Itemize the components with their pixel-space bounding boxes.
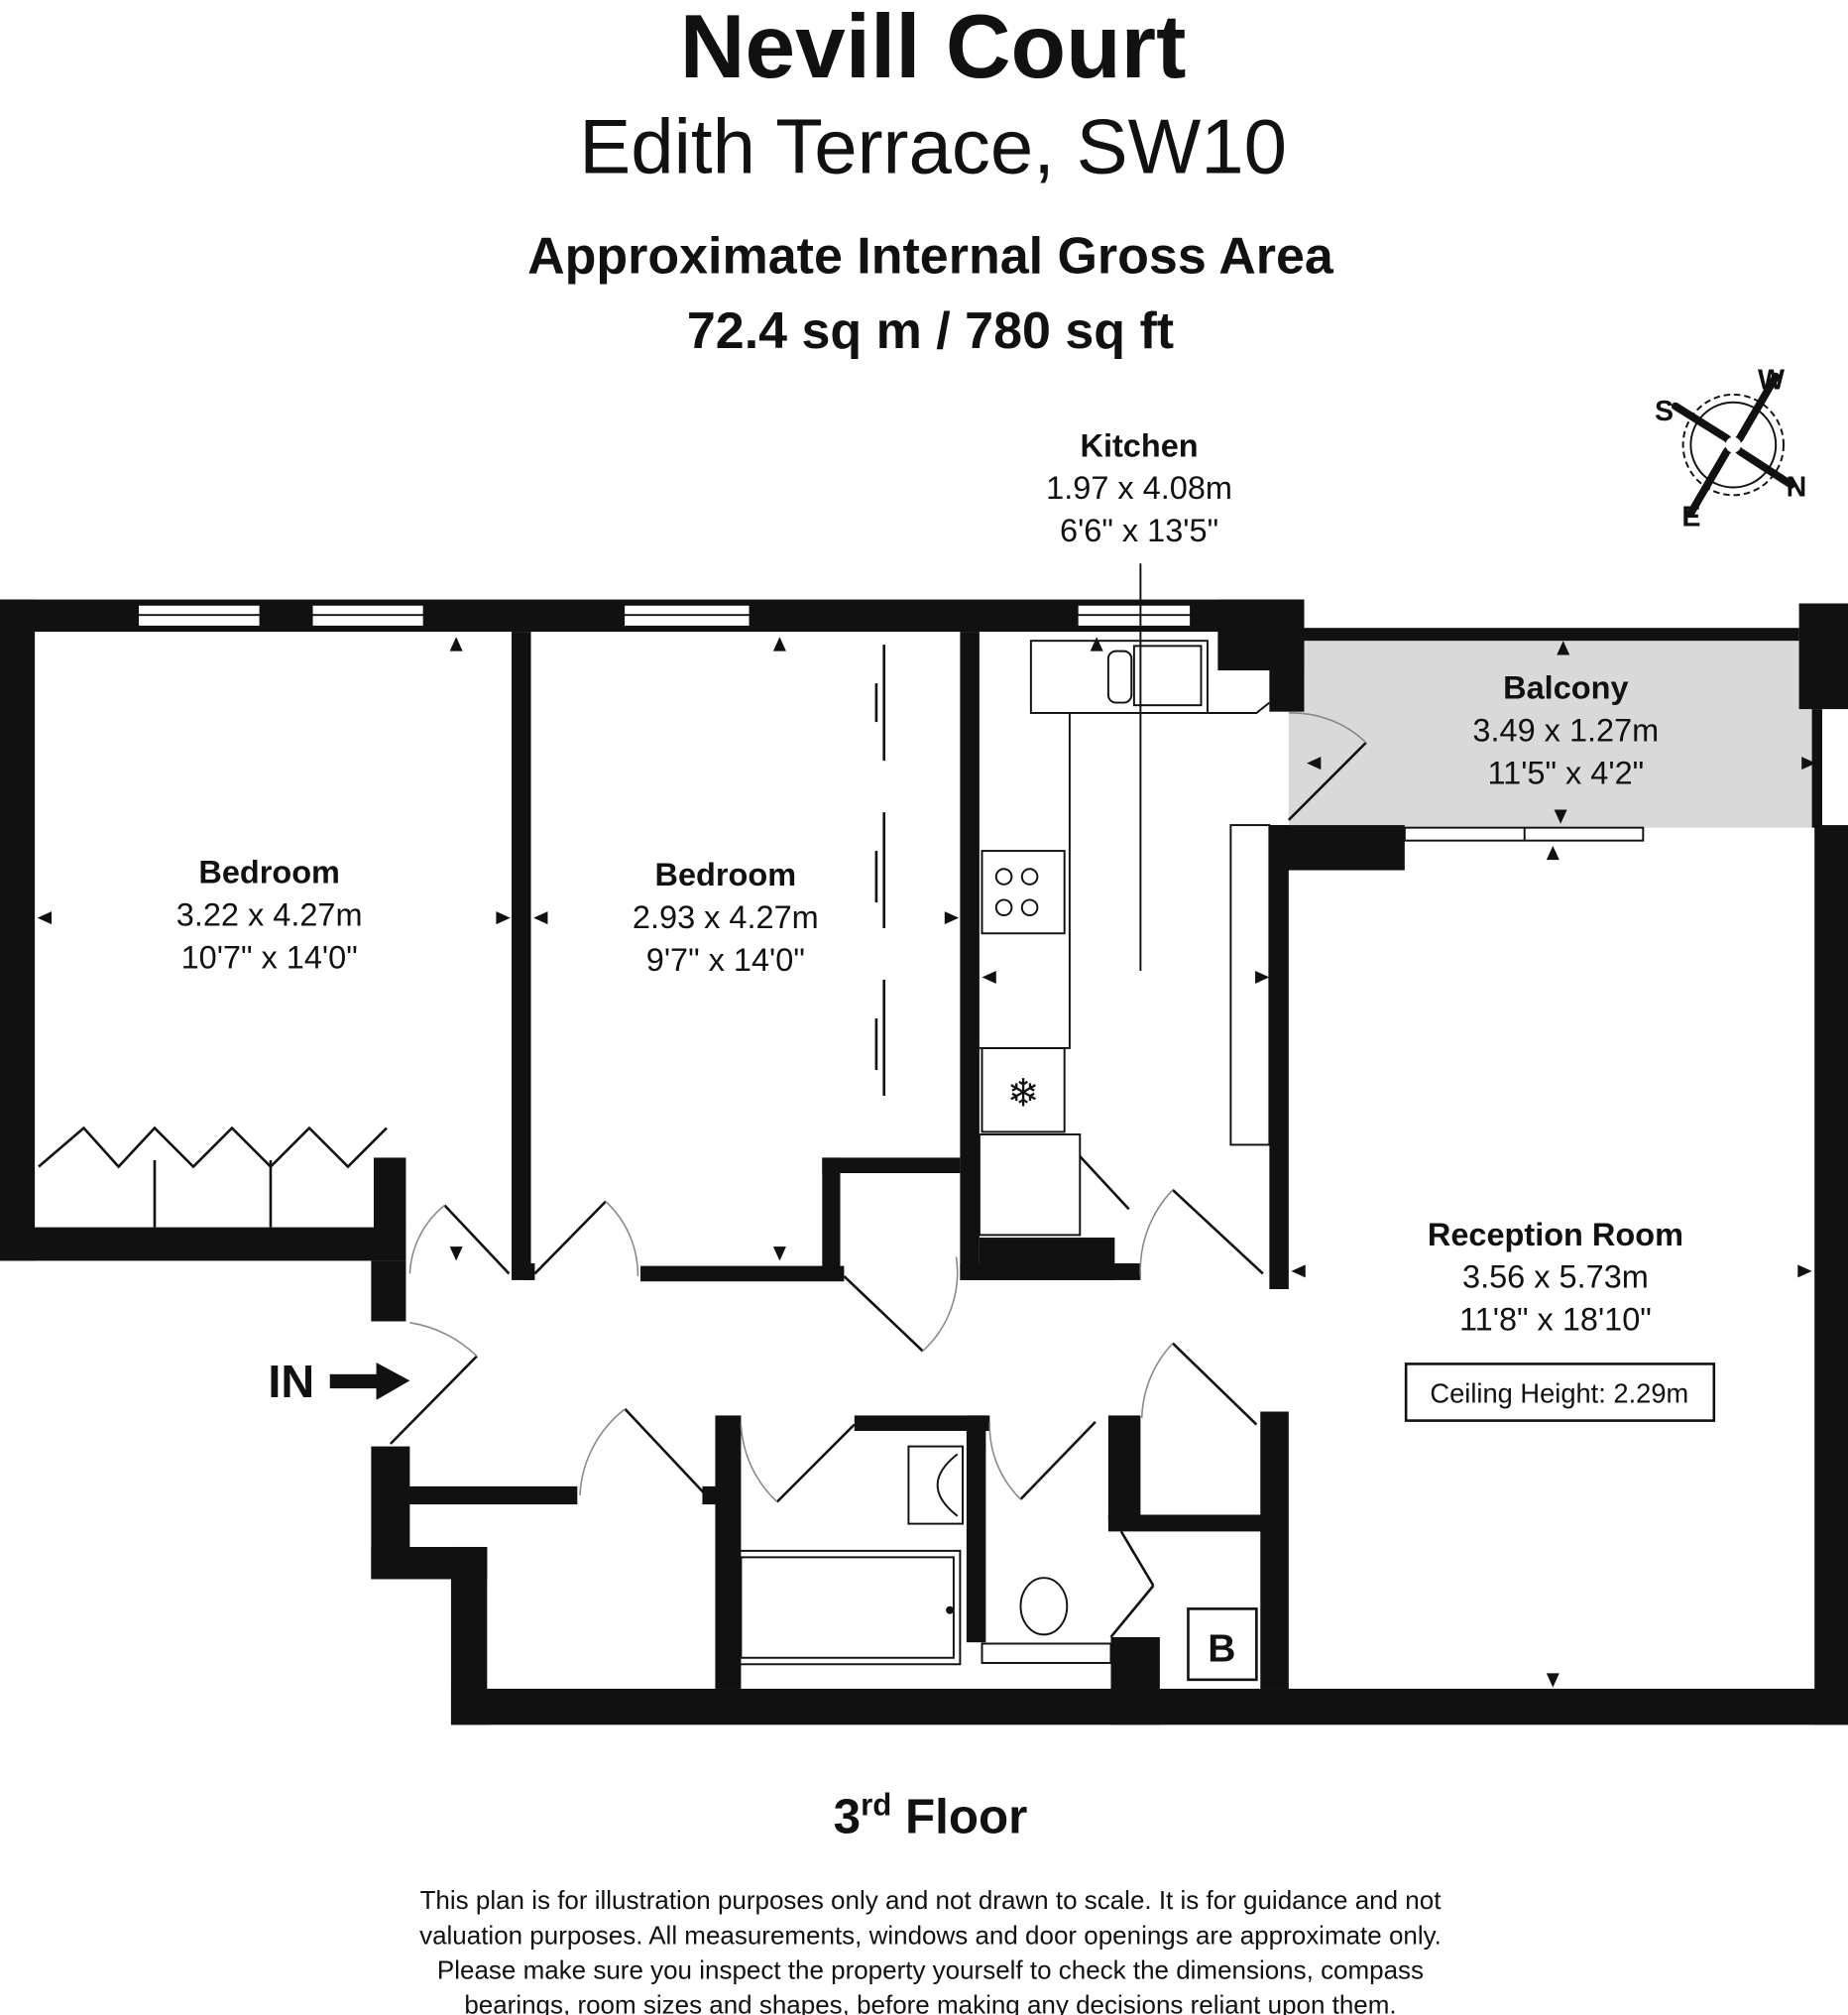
snowflake-icon: ❄ (1007, 1072, 1040, 1115)
boiler-box (1187, 1607, 1258, 1682)
compass-w: W (1758, 365, 1785, 397)
room-imperial: 9'7" x 14'0" (646, 942, 805, 978)
floor-word: Floor (905, 1790, 1027, 1844)
room-name: Bedroom (198, 855, 340, 890)
room-kitchen: Kitchen 1.97 x 4.08m 6'6" x 13'5" (1046, 427, 1232, 548)
area-label: Approximate Internal Gross Area (527, 228, 1334, 286)
floor-number: 3 (834, 1790, 861, 1844)
room-name: Kitchen (1081, 427, 1199, 463)
room-metric: 3.56 x 5.73m (1462, 1259, 1649, 1295)
compass-s: S (1655, 396, 1674, 427)
room-imperial: 11'5" x 4'2" (1487, 755, 1644, 790)
room-balcony: Balcony 3.49 x 1.27m 11'5" x 4'2" (1472, 670, 1659, 791)
room-metric: 2.93 x 4.27m (633, 899, 819, 935)
bathroom-fixtures: B (733, 1445, 1258, 1682)
room-name: Reception Room (1428, 1217, 1683, 1252)
entrance-label: IN (268, 1356, 314, 1407)
kitchen-fixtures: ❄ (978, 563, 1271, 1237)
ceiling-height-box (1404, 1363, 1716, 1422)
disclaimer-line: This plan is for illustration purposes o… (420, 1885, 1443, 1915)
room-imperial: 11'8" x 18'10" (1459, 1302, 1652, 1338)
toilet-icon (1019, 1577, 1069, 1636)
walls (0, 599, 1848, 1725)
bath-icon (733, 1549, 962, 1666)
floor-label: 3rd Floor (834, 1787, 1028, 1843)
basin-icon (907, 1445, 964, 1525)
fridge (981, 1046, 1066, 1133)
entrance-arrow-icon (329, 1363, 410, 1400)
compass-e: E (1681, 502, 1700, 533)
property-title: Nevill Court (680, 0, 1187, 97)
area-value: 72.4 sq m / 780 sq ft (687, 302, 1174, 360)
ceiling-height: Ceiling Height: 2.29m (1430, 1377, 1688, 1408)
room-bedroom-1: Bedroom 3.22 x 4.27m 10'7" x 14'0" (176, 855, 363, 976)
room-metric: 3.49 x 1.27m (1472, 713, 1659, 749)
doors (38, 645, 1367, 1638)
hob-icon (981, 850, 1066, 935)
compass-icon: S W N E (1655, 365, 1806, 533)
disclaimer-line: valuation purposes. All measurements, wi… (419, 1920, 1442, 1950)
boiler-label: B (1208, 1628, 1235, 1671)
room-name: Bedroom (655, 857, 797, 892)
room-metric: 3.22 x 4.27m (176, 896, 363, 932)
dimension-markers (37, 637, 1816, 1688)
sink-icon (1029, 640, 1209, 714)
disclaimer-line: bearings, room sizes and shapes, before … (464, 1990, 1396, 2015)
property-address: Edith Terrace, SW10 (579, 102, 1287, 189)
room-imperial: 10'7" x 14'0" (181, 939, 358, 975)
windows (137, 603, 1645, 842)
room-reception: Reception Room 3.56 x 5.73m 11'8" x 18'1… (1404, 1217, 1716, 1422)
disclaimer: This plan is for illustration purposes o… (419, 1885, 1442, 2015)
disclaimer-line: Please make sure you inspect the propert… (437, 1955, 1424, 1984)
room-metric: 1.97 x 4.08m (1046, 470, 1232, 506)
room-name: Balcony (1503, 670, 1628, 706)
floor-suffix: rd (861, 1787, 891, 1822)
room-imperial: 6'6" x 13'5" (1060, 513, 1218, 548)
balcony-area (1288, 641, 1820, 828)
room-bedroom-2: Bedroom 2.93 x 4.27m 9'7" x 14'0" (633, 857, 819, 978)
kitchen-counter (1229, 824, 1271, 1146)
compass-n: N (1787, 472, 1807, 504)
